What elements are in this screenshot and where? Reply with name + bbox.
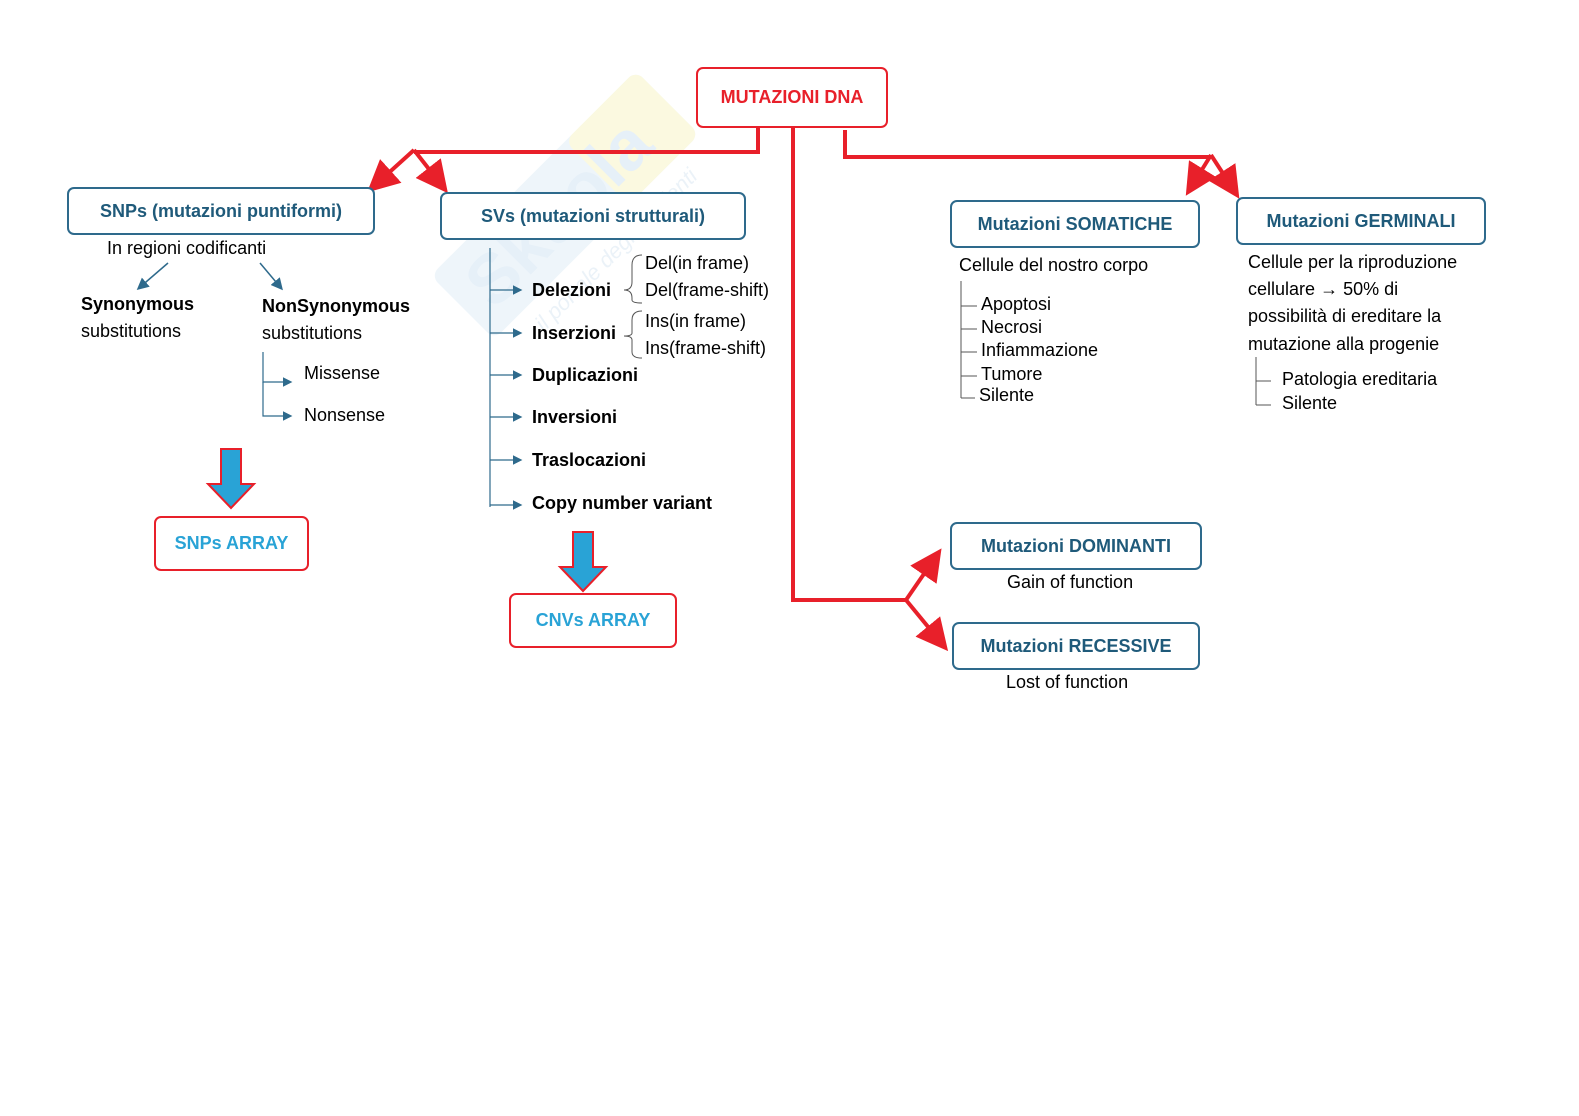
nonsense-label: Nonsense xyxy=(304,405,386,425)
root-label: MUTAZIONI DNA xyxy=(720,87,864,107)
synonymous-label: Synonymous xyxy=(81,294,195,314)
sv-item-duplicazioni: Duplicazioni xyxy=(532,365,639,385)
somatiche-item-necrosi: Necrosi xyxy=(981,317,1043,337)
nonsynonymous-label: NonSynonymous xyxy=(262,296,411,316)
germinali-desc-line4: mutazione alla progenie xyxy=(1248,334,1440,354)
somatiche-node: Mutazioni SOMATICHE xyxy=(950,200,1200,248)
sv-item-inversioni: Inversioni xyxy=(532,407,618,427)
germinali-item-patologia: Patologia ereditaria xyxy=(1282,369,1438,389)
somatiche-title: Mutazioni SOMATICHE xyxy=(977,213,1173,234)
recessive-node: Mutazioni RECESSIVE xyxy=(952,622,1200,670)
del-in-frame: Del(in frame) xyxy=(645,253,750,273)
dominanti-title: Mutazioni DOMINANTI xyxy=(981,535,1171,556)
sv-item-copy-number: Copy number variant xyxy=(532,493,713,513)
somatiche-subtitle: Cellule del nostro corpo xyxy=(959,255,1149,275)
recessive-subtitle: Lost of function xyxy=(1006,672,1129,692)
germinali-node: Mutazioni GERMINALI xyxy=(1236,197,1486,245)
del-frame-shift: Del(frame-shift) xyxy=(645,280,770,300)
germinali-desc-line1: Cellule per la riproduzione xyxy=(1248,252,1458,272)
cnvs-array-node: CNVs ARRAY xyxy=(509,593,677,648)
sv-item-inserzioni: Inserzioni xyxy=(532,323,617,343)
germinali-title: Mutazioni GERMINALI xyxy=(1266,210,1456,231)
recessive-title: Mutazioni RECESSIVE xyxy=(980,635,1172,656)
dominanti-subtitle: Gain of function xyxy=(1007,572,1134,592)
germinali-desc-line2: cellulare → 50% di xyxy=(1248,279,1398,300)
svs-node: SVs (mutazioni strutturali) xyxy=(440,192,746,240)
somatiche-item-tumore: Tumore xyxy=(981,364,1043,384)
right-arrow-icon: → xyxy=(1320,279,1339,299)
snps-subtitle: In regioni codificanti xyxy=(107,238,267,258)
sv-item-traslocazioni: Traslocazioni xyxy=(532,450,647,470)
somatiche-item-apoptosi: Apoptosi xyxy=(981,294,1052,314)
sv-item-delezioni: Delezioni xyxy=(532,280,612,300)
ins-in-frame: Ins(in frame) xyxy=(645,311,747,331)
germinali-desc-line3: possibilità di ereditare la xyxy=(1248,306,1442,326)
synonymous-rest: substitutions xyxy=(81,321,182,341)
somatiche-item-silente: Silente xyxy=(979,385,1035,405)
root-node: MUTAZIONI DNA xyxy=(696,67,888,128)
dominanti-node: Mutazioni DOMINANTI xyxy=(950,522,1202,570)
missense-label: Missense xyxy=(304,363,381,383)
snps-title: SNPs (mutazioni puntiformi) xyxy=(100,200,342,221)
snps-array-label: SNPs ARRAY xyxy=(174,533,289,553)
snps-node: SNPs (mutazioni puntiformi) xyxy=(67,187,375,235)
svs-title: SVs (mutazioni strutturali) xyxy=(480,205,705,226)
nonsynonymous-rest: substitutions xyxy=(262,323,363,343)
cnvs-array-label: CNVs ARRAY xyxy=(535,610,651,630)
germinali-desc-line2-a: cellulare xyxy=(1248,279,1316,299)
ins-frame-shift: Ins(frame-shift) xyxy=(645,338,767,358)
germinali-item-silente: Silente xyxy=(1282,393,1338,413)
snps-array-node: SNPs ARRAY xyxy=(154,516,309,571)
germinali-desc-line2-b: 50% di xyxy=(1343,279,1399,299)
somatiche-item-infiammazione: Infiammazione xyxy=(981,340,1099,360)
